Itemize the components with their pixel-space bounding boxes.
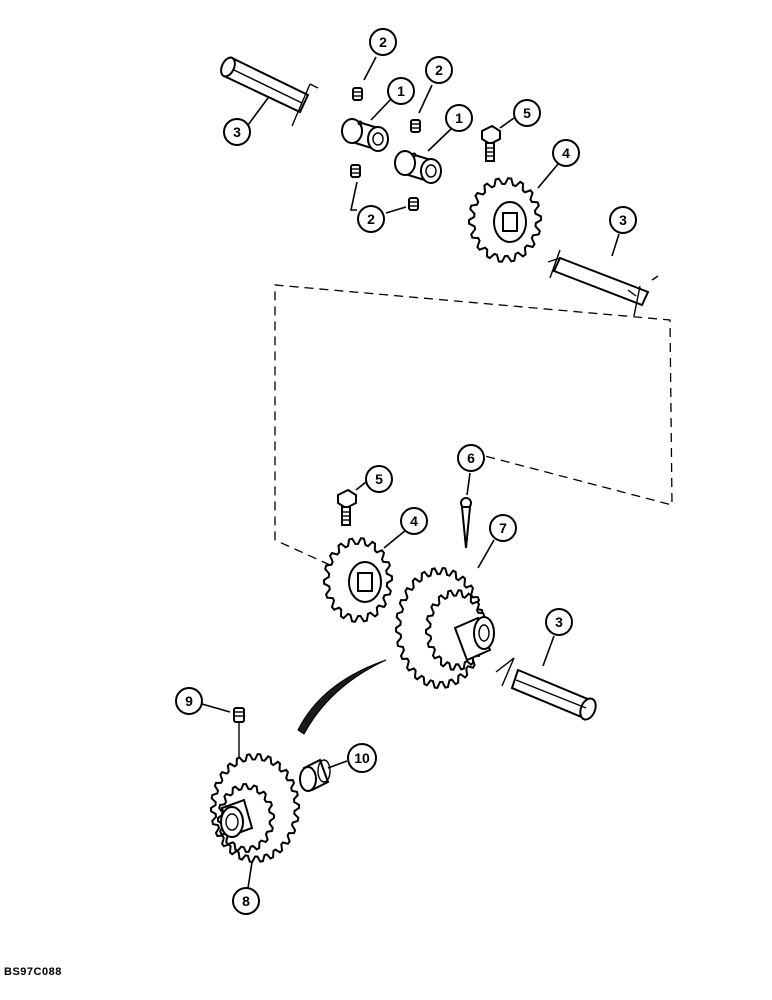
assembly-direction-arc	[297, 659, 387, 735]
svg-text:2: 2	[435, 62, 443, 78]
svg-text:2: 2	[379, 34, 387, 50]
svg-text:3: 3	[233, 124, 241, 140]
svg-text:2: 2	[367, 211, 375, 227]
set-screw-bottom-1	[350, 164, 361, 178]
callout-3-lower: 3	[545, 608, 573, 636]
set-screw-top-2	[410, 119, 421, 133]
leader-lines	[201, 56, 620, 889]
svg-text:1: 1	[397, 83, 405, 99]
svg-text:5: 5	[523, 105, 531, 121]
callout-5-top: 5	[513, 99, 541, 127]
shaft-upper-right	[547, 249, 659, 317]
shaft-lower-right	[495, 657, 597, 721]
callout-1-right: 1	[445, 104, 473, 132]
svg-text:8: 8	[242, 893, 250, 909]
collar-right	[394, 150, 442, 184]
collar-left	[341, 118, 389, 152]
cotter-pin	[460, 497, 472, 549]
callout-2-top-left: 2	[369, 28, 397, 56]
callout-5-lower: 5	[365, 465, 393, 493]
callout-9: 9	[175, 687, 203, 715]
alignment-dashed-frame	[274, 284, 673, 566]
svg-text:4: 4	[562, 145, 570, 161]
callout-2-top-right: 2	[425, 56, 453, 84]
callout-4-lower: 4	[400, 507, 428, 535]
callout-3-top-right: 3	[609, 206, 637, 234]
svg-text:5: 5	[375, 471, 383, 487]
bolt-lower	[337, 488, 357, 526]
svg-text:1: 1	[455, 110, 463, 126]
bolt-top	[481, 124, 501, 162]
callout-2-bottom: 2	[357, 205, 385, 233]
callout-7: 7	[489, 514, 517, 542]
svg-text:7: 7	[499, 520, 507, 536]
callout-10: 10	[347, 743, 377, 773]
callout-6: 6	[457, 444, 485, 472]
callout-4-top: 4	[552, 139, 580, 167]
figure-id-label: BS97C088	[4, 966, 62, 978]
svg-text:4: 4	[410, 513, 418, 529]
sprocket-top	[467, 177, 543, 263]
svg-text:3: 3	[555, 614, 563, 630]
callout-1-left: 1	[387, 77, 415, 105]
callout-3-top-left: 3	[223, 118, 251, 146]
set-screw-bottom-2	[408, 197, 419, 211]
double-sprocket	[394, 567, 495, 689]
set-screw-top-1	[352, 87, 363, 101]
bushing	[299, 758, 331, 792]
svg-text:10: 10	[354, 750, 370, 766]
svg-text:3: 3	[619, 212, 627, 228]
shaft-upper-left	[220, 56, 319, 127]
svg-text:6: 6	[467, 450, 475, 466]
sprocket-bottom	[209, 753, 301, 863]
callout-8: 8	[232, 887, 260, 915]
sprocket-lower	[322, 537, 394, 623]
svg-text:9: 9	[185, 693, 193, 709]
